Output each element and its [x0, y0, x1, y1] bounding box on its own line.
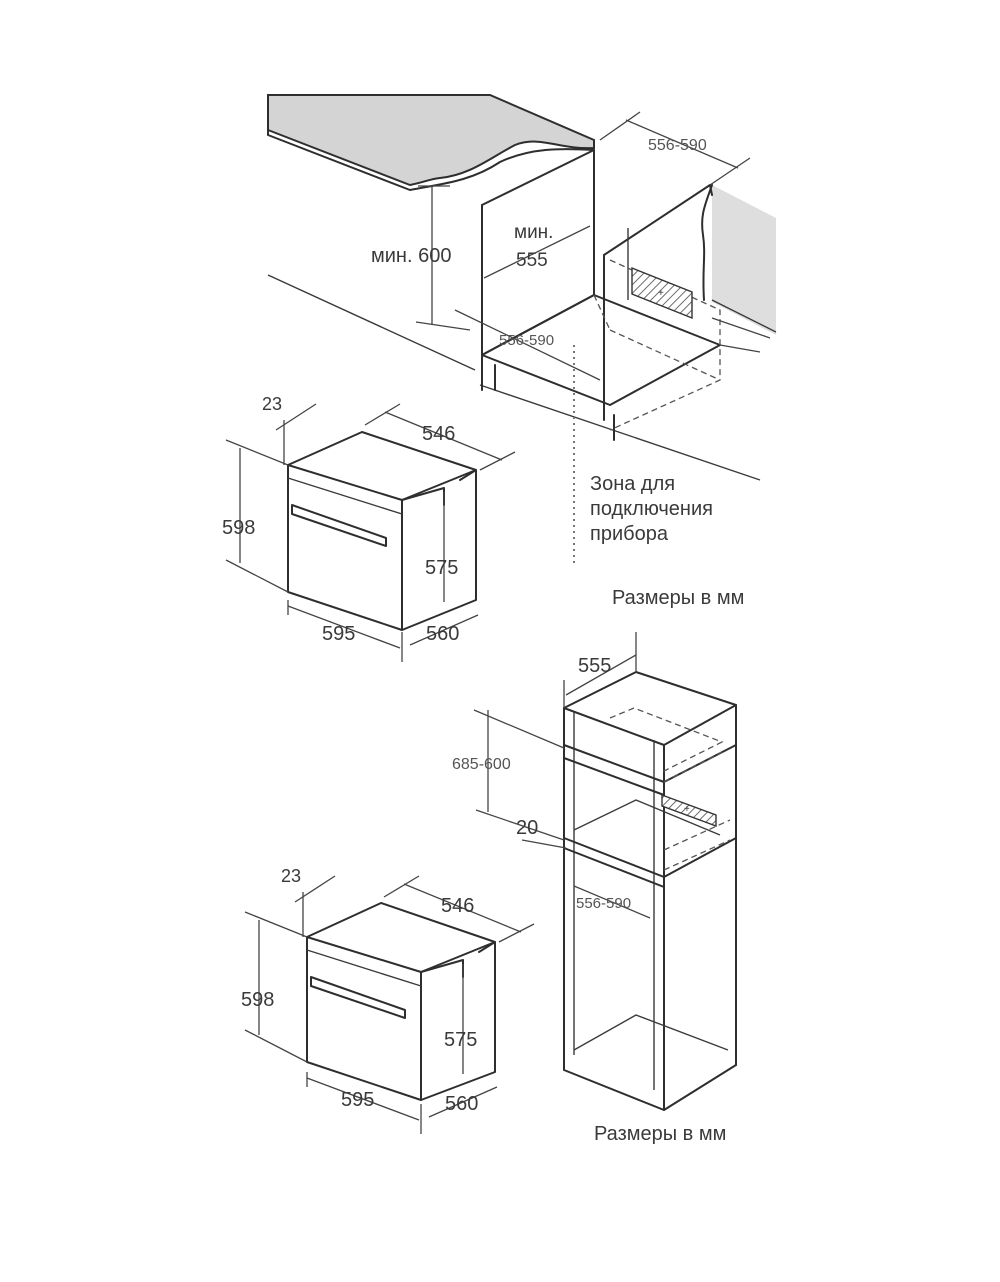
side-wall [712, 185, 776, 335]
tall-cabinet-top [563, 671, 737, 746]
dim-height-range: 685-600 [452, 756, 511, 773]
connection-box [631, 266, 693, 320]
dim-depth-top: 546 [441, 895, 474, 917]
control-panel-line [287, 477, 403, 515]
dim-height: 598 [241, 989, 274, 1011]
oven-front [287, 464, 403, 631]
connection-zone-line-3: прибора [590, 523, 669, 545]
dim-min-height: мин. 600 [371, 245, 451, 267]
dim-line-min-depth [483, 225, 591, 279]
dim-ext-h-bottom [415, 321, 471, 331]
tall-oven-hidden-bottom [663, 819, 731, 871]
bottom-shelf [573, 1014, 729, 1051]
wall-bottom-edge [711, 299, 777, 333]
dim-line-depth-top [403, 883, 522, 933]
tall-cabinet-base [663, 1064, 737, 1111]
dim-line-right-b [719, 344, 761, 353]
dim-line-depth-top [384, 411, 503, 461]
dim-line-niche-width [454, 309, 601, 381]
tall-cabinet-installation: + 555 685-600 20 556-590 Размеры в мм [452, 632, 737, 1145]
dim-body-depth: 560 [445, 1093, 478, 1115]
shelf-top [563, 744, 737, 783]
floor-line-mid [479, 384, 761, 481]
control-panel-line [306, 949, 422, 987]
oven-dimensions-top: 598 23 546 575 595 560 [222, 394, 516, 662]
connection-zone-line-1: Зона для [590, 473, 675, 495]
dim-line-tall-niche [573, 885, 651, 919]
dim-inner-height: 575 [444, 1029, 477, 1051]
oven-handle [310, 976, 406, 1019]
shelf-middle [563, 837, 737, 878]
dim-tall-depth: 555 [578, 655, 611, 677]
dim-door: 23 [281, 866, 301, 886]
dim-line-tall-depth [565, 654, 637, 696]
oven-top-face [287, 431, 477, 501]
dim-body-depth: 560 [426, 623, 459, 645]
dim-ext-depth-a [364, 403, 401, 426]
dim-ext-depth-b [479, 451, 516, 471]
dim-ext-height-bottom [244, 1029, 308, 1063]
dim-line-door [275, 403, 317, 431]
oven-handle [291, 504, 387, 547]
svg-text:+: + [658, 288, 664, 299]
dim-ext-range-bottom [475, 809, 565, 841]
dim-door: 23 [262, 394, 282, 414]
dim-shelf: 20 [516, 817, 538, 839]
tall-oven-hidden-top [609, 707, 724, 783]
under-counter-installation: + 556-590 мин. 555 мин. 600 556-590 Зона… [267, 94, 777, 609]
dim-line-shelf [521, 839, 567, 849]
dim-niche-width: 556-590 [499, 332, 554, 349]
shelf-upper [563, 757, 665, 796]
tall-connection-box [661, 793, 717, 828]
dim-tall-niche: 556-590 [576, 895, 631, 912]
oven-side [401, 469, 477, 631]
countertop [267, 94, 595, 187]
units-note-top: Размеры в мм [612, 587, 744, 609]
dim-min-depth: 555 [516, 250, 548, 271]
oven-top-face [306, 902, 496, 973]
dim-line-body-depth [409, 614, 479, 646]
dim-line-width [287, 605, 401, 649]
dim-ext-range-top [473, 709, 565, 749]
dim-line-width [306, 1077, 420, 1121]
cabinet-right-front [603, 184, 713, 256]
dim-ext-height-bottom [225, 559, 289, 593]
dim-ext-height-top [225, 439, 289, 466]
dim-ext-height-top [244, 911, 308, 938]
floor-line-left [267, 274, 476, 371]
shelf-middle-b [563, 847, 665, 888]
wall-break [701, 184, 713, 301]
dim-line-cabinet-width [625, 119, 739, 169]
dim-line-right [711, 317, 771, 339]
dim-ext-depth-b [498, 923, 535, 943]
dim-min-label: мин. [514, 222, 553, 243]
dim-cabinet-width: 556-590 [648, 137, 707, 154]
shelf-floor-plane [573, 799, 721, 836]
svg-text:+: + [684, 804, 690, 815]
countertop-edge [267, 129, 595, 191]
dim-width: 595 [322, 623, 355, 645]
dim-ext-b [709, 157, 751, 186]
units-note-bottom: Размеры в мм [594, 1123, 726, 1145]
dim-ext-depth-a [383, 875, 420, 898]
oven-side [420, 941, 496, 1101]
dim-ext-a [599, 111, 641, 141]
dim-inner-height: 575 [425, 557, 458, 579]
dim-width: 595 [341, 1089, 374, 1111]
dim-line-body-depth [428, 1086, 498, 1118]
dim-height: 598 [222, 517, 255, 539]
dim-line-door [294, 875, 336, 903]
oven-dimensions-bottom: 598 23 546 575 595 560 [241, 866, 535, 1134]
dim-depth-top: 546 [422, 423, 455, 445]
connection-zone-line-2: подключения [590, 498, 713, 520]
